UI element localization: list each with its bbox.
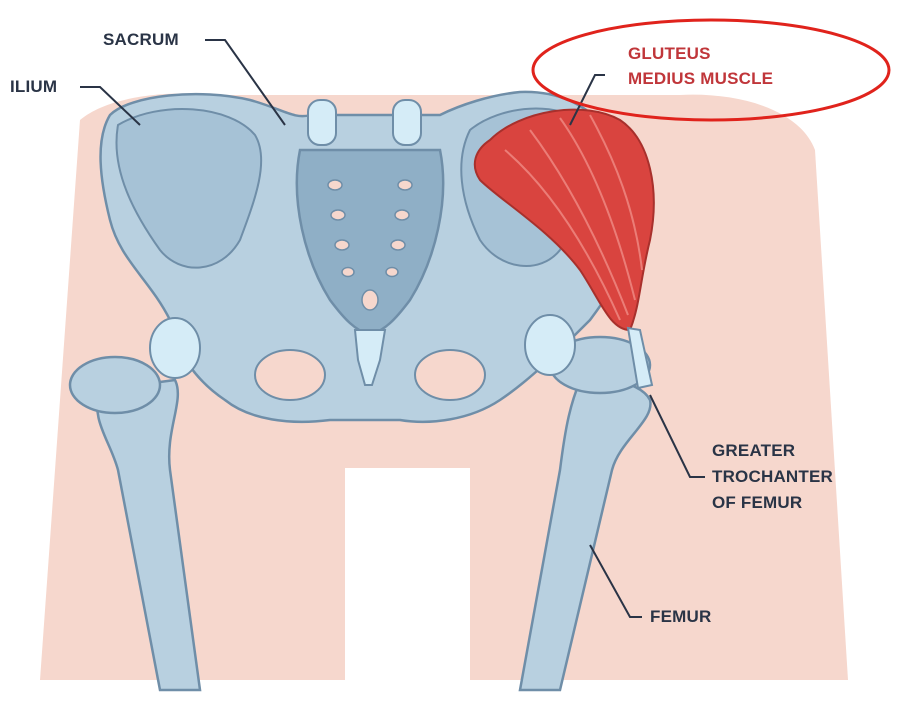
gluteus-label-line2: MEDIUS MUSCLE — [628, 69, 774, 88]
ilium-label: ILIUM — [10, 77, 58, 96]
muscle-fibers — [504, 114, 643, 321]
left-femur — [96, 378, 202, 692]
trochanter-leader — [649, 394, 705, 478]
highlight-ellipse — [531, 18, 891, 122]
sacral-cap-right — [392, 99, 422, 146]
left-femoral-head — [68, 355, 162, 415]
left-ilium-wing — [115, 108, 263, 269]
sacrum-leader — [205, 39, 286, 126]
leader-lines — [80, 39, 705, 618]
femur-label: FEMUR — [650, 607, 712, 626]
trochanter-label-line2: TROCHANTER — [712, 467, 833, 486]
sacrum-label: SACRUM — [103, 30, 179, 49]
sacral-foramina — [327, 179, 413, 311]
trochanter-label-line1: GREATER — [712, 441, 796, 460]
gluteus-leader — [569, 74, 605, 126]
ilium-leader — [80, 86, 141, 126]
trochanter-label-line3: OF FEMUR — [712, 493, 803, 512]
right-obturator-foramen — [414, 349, 486, 401]
gluteus-tendon — [626, 326, 654, 390]
right-hip-cartilage — [524, 314, 576, 376]
sacral-cap-left — [307, 99, 337, 146]
femur-leader — [589, 544, 642, 618]
left-hip-cartilage — [149, 317, 201, 379]
coccyx — [353, 329, 387, 386]
gluteus-label-line1: GLUTEUS — [628, 44, 711, 63]
left-obturator-foramen — [254, 349, 326, 401]
